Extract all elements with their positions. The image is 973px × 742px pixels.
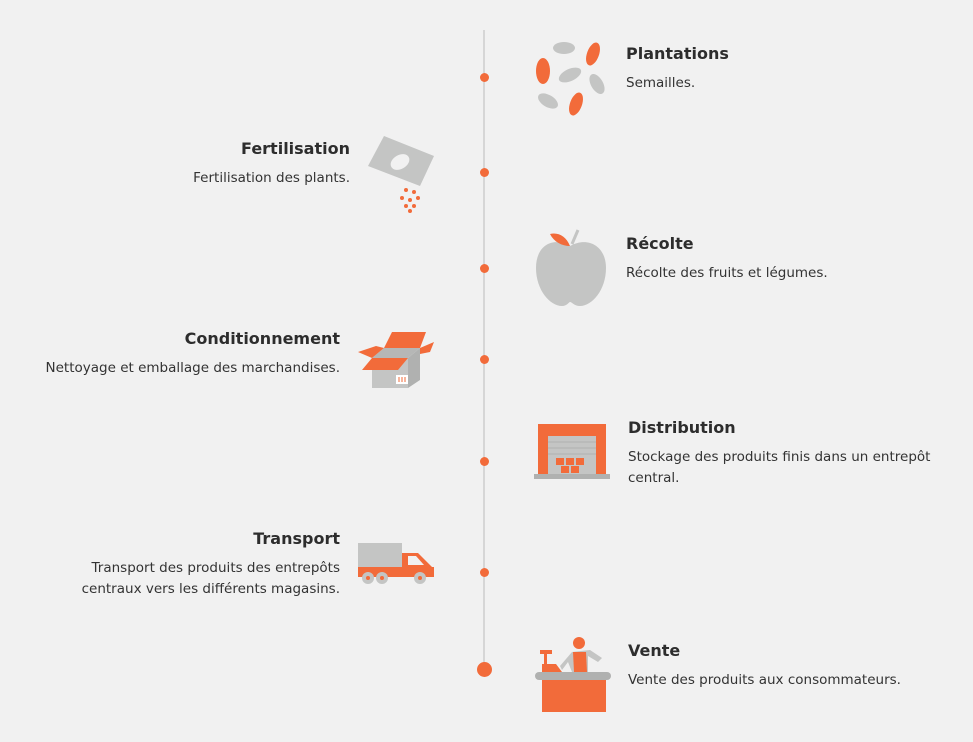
- step-title: Plantations: [626, 44, 729, 63]
- step-desc: Semailles.: [626, 75, 696, 91]
- timeline-dot: [479, 355, 489, 364]
- step-title: Récolte: [626, 234, 694, 253]
- step-conditionnement: Conditionnement Nettoyage et emballage d…: [46, 329, 340, 379]
- timeline-end-dot: [476, 662, 492, 677]
- warehouse-icon: [534, 424, 610, 479]
- step-plantations: Plantations Semailles.: [626, 44, 729, 94]
- truck-icon: [358, 543, 434, 584]
- seeds-icon: [536, 42, 605, 116]
- cashier-icon: [535, 637, 611, 712]
- step-desc: Récolte des fruits et légumes.: [626, 265, 828, 281]
- step-transport: Transport Transport des produits des ent…: [60, 529, 340, 600]
- timeline-dot: [479, 568, 489, 577]
- step-title: Fertilisation: [241, 139, 350, 158]
- apple-icon: [536, 229, 606, 306]
- timeline-dot: [479, 457, 489, 466]
- timeline-line: [483, 30, 485, 670]
- step-title: Vente: [628, 641, 681, 660]
- step-distribution: Distribution Stockage des produits finis…: [628, 418, 958, 489]
- step-fertilisation: Fertilisation Fertilisation des plants.: [193, 139, 350, 189]
- fertilizer-bag-icon: [368, 136, 434, 213]
- step-desc: Vente des produits aux consommateurs.: [628, 672, 901, 688]
- step-vente: Vente Vente des produits aux consommateu…: [628, 641, 901, 691]
- step-desc: Nettoyage et emballage des marchandises.: [45, 360, 340, 376]
- step-desc: Transport des produits des entrepôts cen…: [81, 560, 340, 597]
- step-title: Conditionnement: [184, 329, 340, 348]
- box-icon: [358, 332, 434, 388]
- step-title: Distribution: [628, 418, 736, 437]
- step-desc: Fertilisation des plants.: [193, 170, 350, 186]
- timeline-dot: [479, 168, 489, 177]
- step-desc: Stockage des produits finis dans un entr…: [628, 449, 931, 486]
- step-title: Transport: [253, 529, 340, 548]
- timeline-dot: [479, 264, 489, 273]
- timeline-dot: [479, 73, 489, 82]
- step-recolte: Récolte Récolte des fruits et légumes.: [626, 234, 828, 284]
